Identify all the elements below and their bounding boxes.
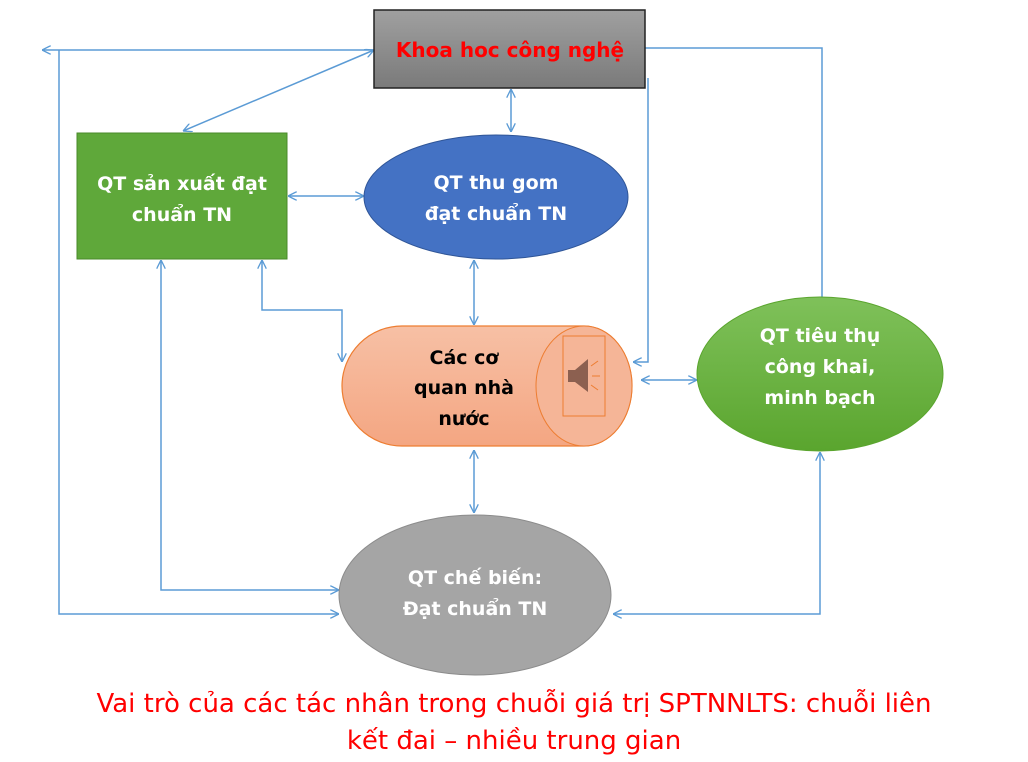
arrow-che-bien-tieu-thu xyxy=(613,452,820,614)
node-label: QT sản xuất đạt xyxy=(97,172,267,195)
node-khoa-hoc-cong-nghe: Khoa hoc công nghệ xyxy=(373,9,646,89)
node-label: quan nhà xyxy=(414,377,514,399)
speaker-icon xyxy=(568,359,600,392)
node-label: Khoa hoc công nghệ xyxy=(396,38,624,62)
node-label: nước xyxy=(438,408,489,430)
caption-line-2: kết đai – nhiều trung gian xyxy=(347,726,681,756)
connectors xyxy=(42,48,822,614)
node-label: Các cơ xyxy=(430,347,500,369)
node-qt-san-xuat: QT sản xuất đạt chuẩn TN xyxy=(76,132,288,260)
node-label: đạt chuẩn TN xyxy=(425,202,567,225)
node-label: QT chế biến: xyxy=(408,566,542,589)
node-qt-che-bien: QT chế biến: Đạt chuẩn TN xyxy=(338,514,612,676)
speaker-frame xyxy=(562,335,606,417)
arrow-left-to-che-bien xyxy=(58,50,339,614)
arrow-san-xuat-che-bien xyxy=(161,260,339,590)
arrow-khcn-co-quan xyxy=(633,78,649,362)
arrow-san-xuat-khcn xyxy=(183,50,374,131)
node-label: QT thu gom xyxy=(434,172,559,194)
node-label: QT tiêu thụ xyxy=(760,325,881,347)
node-label: công khai, xyxy=(765,356,876,378)
arrow-san-xuat-co-quan xyxy=(262,260,342,362)
node-qt-tieu-thu: QT tiêu thụ công khai, minh bạch xyxy=(696,296,944,452)
node-label: minh bạch xyxy=(764,387,875,409)
arrow-khcn-tieu-thu xyxy=(645,47,822,312)
caption-line-1: Vai trò của các tác nhân trong chuỗi giá… xyxy=(96,688,931,719)
node-label: chuẩn TN xyxy=(132,203,232,226)
node-qt-thu-gom: QT thu gom đạt chuẩn TN xyxy=(363,134,629,260)
node-cac-co-quan-nha-nuoc: Các cơ quan nhà nước xyxy=(341,325,633,447)
node-label: Đạt chuẩn TN xyxy=(403,597,548,620)
